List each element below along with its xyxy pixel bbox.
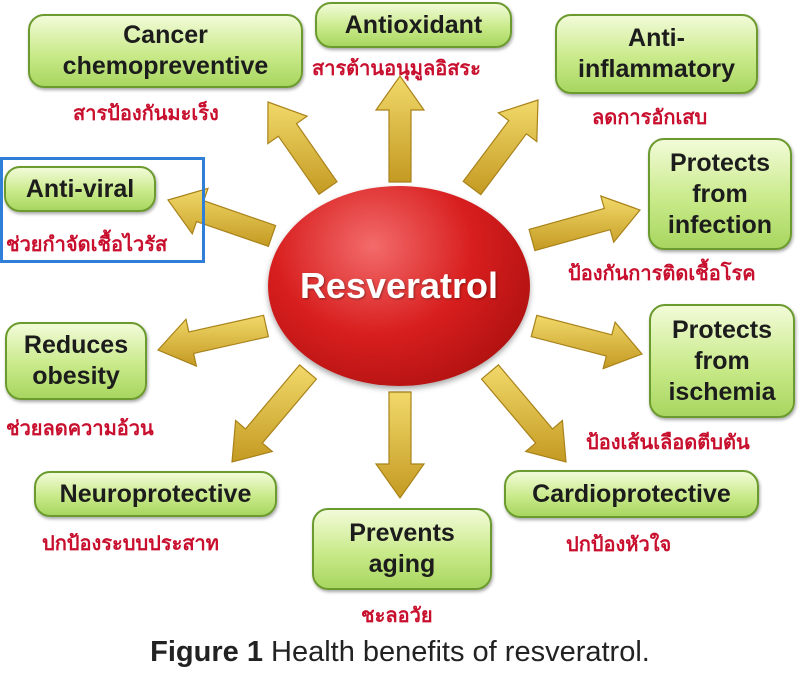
benefit-box-anti-inflammatory: Anti- inflammatory bbox=[555, 14, 758, 94]
benefit-label-anti-inflammatory: Anti- inflammatory bbox=[578, 24, 735, 83]
benefit-label-infection: Protects from infection bbox=[667, 148, 773, 239]
benefit-thai-ischemia: ป้องเส้นเลือดตีบตัน bbox=[586, 432, 750, 454]
benefit-thai-neuro: ปกป้องระบบประสาท bbox=[42, 533, 219, 555]
anti-viral-highlight-frame bbox=[0, 157, 205, 263]
benefit-label-anti-viral: Anti-viral bbox=[25, 174, 135, 203]
benefit-label-antioxidant: Antioxidant bbox=[344, 10, 483, 39]
benefit-box-infection: Protects from infection bbox=[648, 138, 792, 250]
benefit-box-ischemia: Protects from ischemia bbox=[649, 304, 795, 418]
arrow-cancer bbox=[267, 101, 338, 196]
benefit-box-obesity: Reduces obesity bbox=[5, 322, 147, 400]
benefit-thai-antioxidant: สารต้านอนุมูลอิสระ bbox=[312, 58, 481, 80]
benefit-thai-cancer: สารป้องกันมะเร็ง bbox=[73, 103, 219, 125]
benefit-thai-anti-inflammatory: ลดการอักเสบ bbox=[592, 107, 708, 129]
arrow-cardio bbox=[480, 364, 567, 463]
benefit-box-aging: Prevents aging bbox=[312, 508, 492, 590]
benefit-label-obesity: Reduces obesity bbox=[23, 331, 129, 390]
benefit-thai-cardio: ปกป้องหัวใจ bbox=[566, 534, 672, 556]
arrow-anti-inflammatory bbox=[462, 99, 539, 196]
benefit-thai-infection: ป้องกันการติดเชื้อโรค bbox=[568, 263, 756, 285]
arrow-neuro bbox=[231, 364, 318, 463]
resveratrol-center: Resveratrol bbox=[268, 186, 530, 386]
benefit-thai-anti-viral: ช่วยกำจัดเชื้อไวรัส bbox=[6, 234, 168, 256]
figure-caption: Figure 1 Health benefits of resveratrol. bbox=[0, 636, 800, 669]
benefit-label-cardio: Cardioprotective bbox=[532, 479, 731, 508]
benefit-label-neuro: Neuroprotective bbox=[59, 479, 252, 508]
arrow-infection bbox=[528, 195, 642, 252]
arrow-antioxidant bbox=[374, 74, 426, 183]
benefit-thai-aging: ชะลอวัย bbox=[361, 605, 433, 627]
benefit-box-cancer: Cancer chemopreventive bbox=[28, 14, 303, 88]
benefit-box-neuro: Neuroprotective bbox=[34, 471, 277, 517]
center-label: Resveratrol bbox=[299, 265, 499, 306]
figure-caption-text: Health benefits of resveratrol. bbox=[271, 636, 650, 668]
benefit-box-cardio: Cardioprotective bbox=[504, 470, 759, 518]
benefit-label-aging: Prevents aging bbox=[349, 519, 455, 578]
arrow-aging bbox=[374, 391, 426, 500]
figure-caption-label: Figure 1 bbox=[150, 636, 263, 668]
benefit-box-antioxidant: Antioxidant bbox=[315, 2, 512, 48]
benefit-label-cancer: Cancer chemopreventive bbox=[62, 21, 269, 80]
benefit-box-anti-viral: Anti-viral bbox=[4, 166, 156, 212]
arrow-obesity bbox=[156, 314, 270, 368]
benefit-thai-obesity: ช่วยลดความอ้วน bbox=[6, 418, 154, 440]
arrow-ischemia bbox=[530, 314, 644, 370]
benefit-label-ischemia: Protects from ischemia bbox=[668, 315, 776, 406]
